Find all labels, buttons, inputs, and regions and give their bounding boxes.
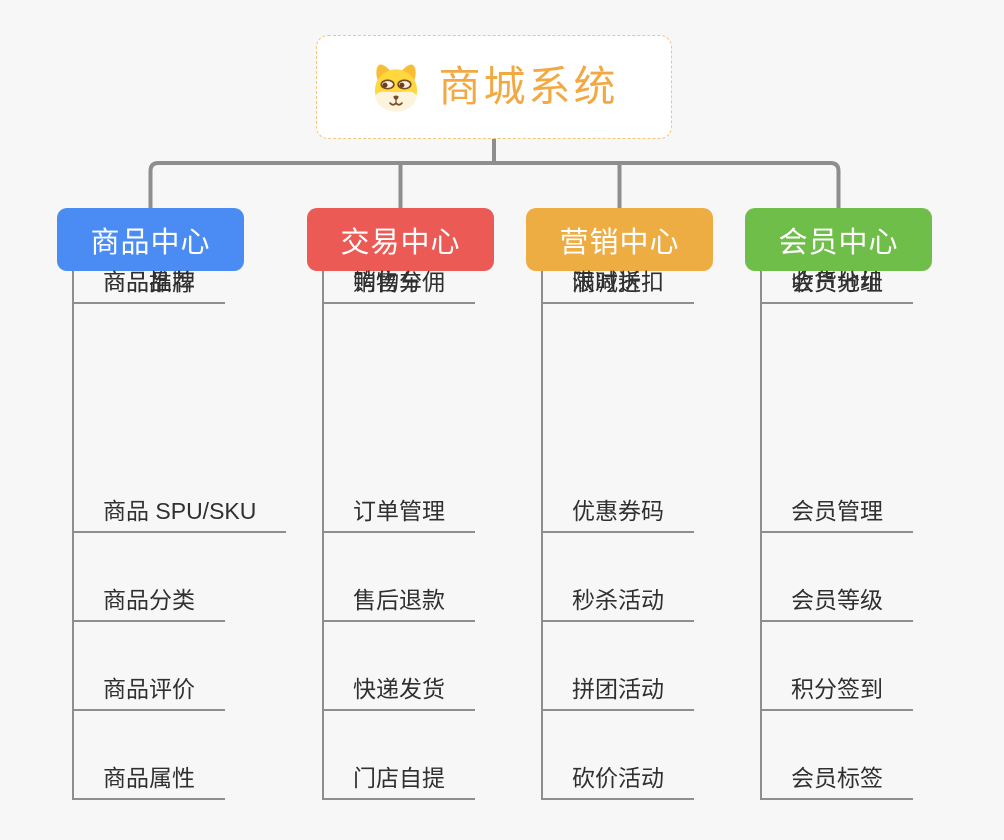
branch-trunk-line	[72, 271, 74, 800]
leaf-item[interactable]: 门店自提	[322, 767, 475, 800]
branch-trunk-line	[760, 271, 762, 800]
branch-product-center: 商品中心 商品 SPU/SKU 商品分类 商品评价 商品属性 商品推荐 商品品牌	[57, 208, 307, 808]
leaf-item[interactable]: 快递发货	[322, 678, 475, 711]
leaf-item[interactable]: 满减送	[541, 271, 671, 304]
branch-node-trade-center[interactable]: 交易中心	[307, 208, 494, 271]
leaf-item[interactable]: 秒杀活动	[541, 589, 694, 622]
branch-trunk-line	[541, 271, 543, 800]
leaf-item[interactable]: 售后退款	[322, 589, 475, 622]
branch-node-marketing-center[interactable]: 营销中心	[526, 208, 713, 271]
leaf-item[interactable]: 积分签到	[760, 678, 913, 711]
branch-trade-center: 交易中心 订单管理 售后退款 快递发货 门店自提 购物车 销售分佣	[307, 208, 557, 808]
leaf-item[interactable]: 拼团活动	[541, 678, 694, 711]
leaf-item[interactable]: 订单管理	[322, 500, 475, 533]
leaf-item[interactable]: 商品属性	[72, 767, 225, 800]
branch-marketing-center: 营销中心 优惠券码 秒杀活动 拼团活动 砍价活动 限时折扣 满减送	[526, 208, 776, 808]
leaf-item[interactable]: 会员标签	[760, 767, 913, 800]
leaf-item[interactable]: 商品分类	[72, 589, 225, 622]
branch-trunk-line	[322, 271, 324, 800]
leaf-item[interactable]: 会员等级	[760, 589, 913, 622]
leaf-item[interactable]: 商品品牌	[72, 271, 225, 304]
leaf-item[interactable]: 商品 SPU/SKU	[72, 500, 287, 533]
leaf-item[interactable]: 商品评价	[72, 678, 225, 711]
leaf-item[interactable]: 会员管理	[760, 500, 913, 533]
leaf-item[interactable]: 砍价活动	[541, 767, 694, 800]
branch-node-member-center[interactable]: 会员中心	[745, 208, 932, 271]
branch-member-center: 会员中心 会员管理 会员等级 积分签到 会员标签 会员分组 收货地址	[745, 208, 995, 808]
dog-face-icon	[375, 64, 418, 112]
branch-node-product-center[interactable]: 商品中心	[57, 208, 244, 271]
root-node[interactable]: 商城系统	[316, 35, 672, 139]
branch-rail-line	[148, 161, 841, 208]
leaf-item[interactable]: 收货地址	[760, 271, 913, 304]
leaf-item[interactable]: 优惠券码	[541, 500, 694, 533]
leaf-item[interactable]: 销售分佣	[322, 271, 475, 304]
root-title: 商城系统	[438, 63, 619, 110]
